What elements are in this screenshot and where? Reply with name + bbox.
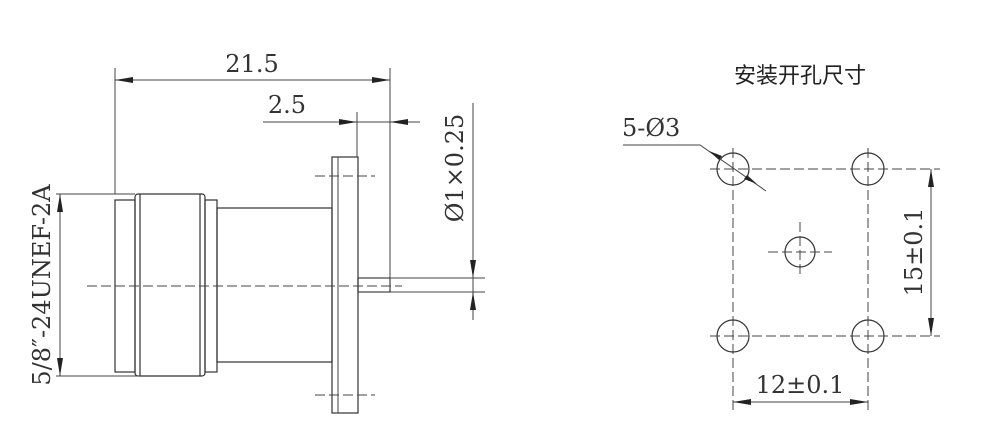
thread-spec-label: 5/8″-24UNEF-2A	[28, 184, 56, 386]
coupling-nut	[134, 193, 206, 377]
mounting-hole	[851, 319, 885, 353]
hole-callout-label: 5-Ø3	[622, 114, 680, 142]
pin-spec-label: Ø1×0.25	[441, 114, 469, 223]
connector-side-view: 21.5 2.5 Ø1×0.25 5/8″-24UNEF-2A	[28, 50, 485, 414]
mounting-hole	[716, 152, 750, 186]
mounting-flange	[331, 156, 359, 414]
flange-to-pin-label: 2.5	[268, 91, 306, 119]
cutout-title: 安装开孔尺寸	[734, 64, 866, 89]
vertical-spacing-label: 15±0.1	[900, 208, 928, 297]
horizontal-spacing-label: 12±0.1	[756, 371, 845, 399]
mounting-cutout-view: 安装开孔尺寸 5-Ø3 15±0.1 12±0.1	[622, 64, 940, 412]
contact-pin	[357, 277, 391, 293]
mounting-hole	[851, 152, 885, 186]
hole-callout-leader	[623, 144, 767, 192]
connector-body	[216, 207, 333, 363]
overall-length-label: 21.5	[225, 50, 278, 78]
mounting-hole	[716, 319, 750, 353]
